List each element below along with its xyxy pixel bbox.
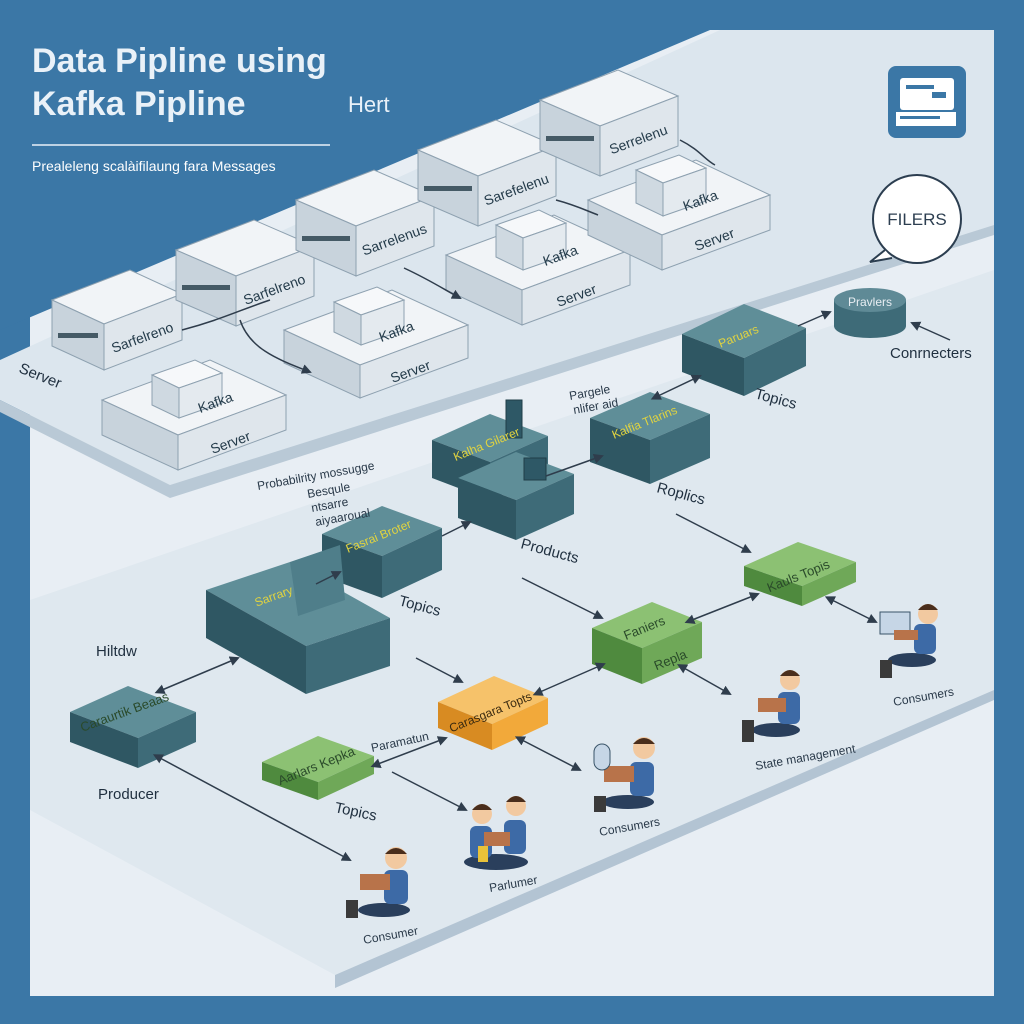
cable xyxy=(679,139,716,166)
arrow xyxy=(910,321,951,341)
consumer-person[interactable] xyxy=(593,737,655,812)
topic-block[interactable]: Kauls Topis xyxy=(744,542,856,606)
consumer-person[interactable] xyxy=(346,847,410,918)
kafka-server: Kafka Server xyxy=(100,359,288,471)
kafka-server: Kafka Server xyxy=(444,209,632,326)
title-line-2: Kafka Pipline xyxy=(32,85,246,123)
block-label: Producer xyxy=(98,786,159,803)
title-tag: Hert xyxy=(348,92,390,117)
filers-callout: FILERS xyxy=(869,174,962,264)
pipeline-platform-edge xyxy=(335,690,994,988)
topic-block-highlight[interactable]: Carasgara Topts xyxy=(438,676,548,750)
header-band xyxy=(0,0,1024,330)
topic-block[interactable]: Paruars xyxy=(682,304,806,396)
note-line: ntsarre xyxy=(310,495,350,515)
kafka-server: Kafka Server xyxy=(586,154,772,271)
connectors-label: Conrnecters xyxy=(890,345,972,362)
cable xyxy=(239,319,312,374)
kafka-server: Kafka Server xyxy=(282,286,470,399)
server-unit: Sarfelreno xyxy=(174,219,316,327)
replica-block[interactable]: Faniers Repla xyxy=(592,602,702,684)
title-line-1: Data Pipline using xyxy=(32,42,327,80)
flow-arrows xyxy=(152,310,878,861)
server-unit: Sarefelenu xyxy=(416,119,558,227)
cable xyxy=(555,199,599,216)
replica-block[interactable]: Kalfia Tlarins xyxy=(590,392,710,484)
block-label: Hiltdw xyxy=(96,643,137,660)
consumer-pair[interactable] xyxy=(464,796,528,870)
database-cylinder: Pravlers xyxy=(834,288,906,338)
monitor-card-icon[interactable] xyxy=(888,66,966,138)
subtitle: Prealeleng scalàifilaung fara Messages xyxy=(32,158,276,174)
server-unit: Sarrelenus xyxy=(294,169,436,277)
cable xyxy=(403,267,462,299)
server-unit: Sarfelreno xyxy=(50,269,184,371)
server-block[interactable]: Sarrary xyxy=(206,545,390,694)
server-unit: Serrelenu xyxy=(538,69,680,177)
consumer-person[interactable] xyxy=(879,604,938,678)
callout-text: FILERS xyxy=(887,210,947,229)
consumer-person[interactable] xyxy=(742,670,800,742)
cable xyxy=(181,299,271,331)
topic-block-stack[interactable]: Kalha Gilarer xyxy=(432,399,574,540)
db-label: Pravlers xyxy=(848,295,892,309)
